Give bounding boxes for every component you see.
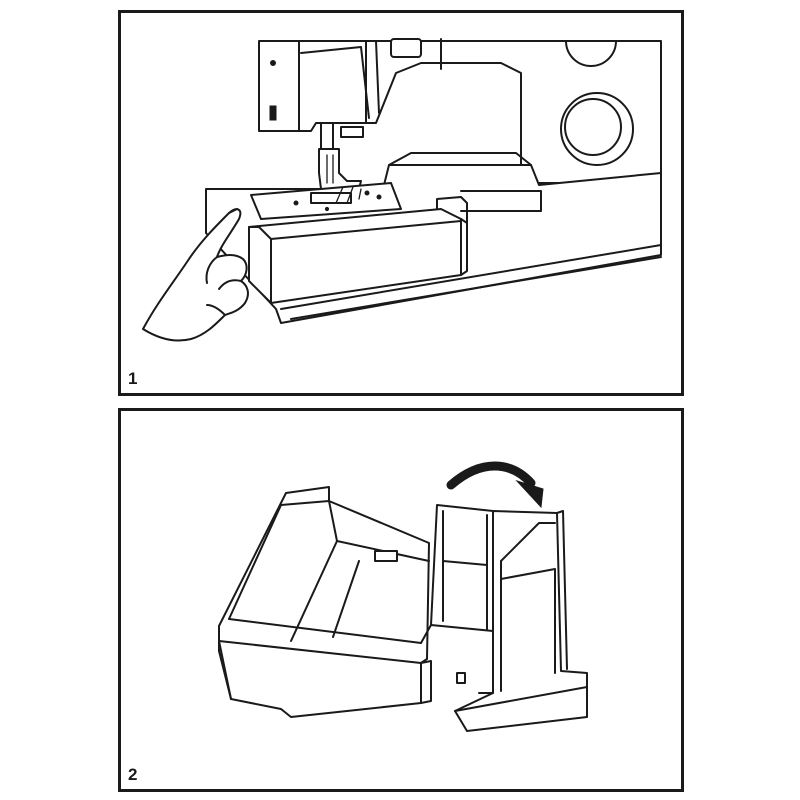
hand-icon [143,209,248,341]
step-number: 2 [128,766,137,783]
sewing-machine-illustration [121,13,681,393]
open-accessory-box-illustration [121,411,681,789]
box-divider-flap [421,505,493,643]
step-2-panel: 2 [118,408,684,792]
box-left-compartment [219,487,431,717]
step-number: 1 [128,370,137,387]
curved-arrow-icon [451,466,543,507]
step-1-panel: 1 [118,10,684,396]
